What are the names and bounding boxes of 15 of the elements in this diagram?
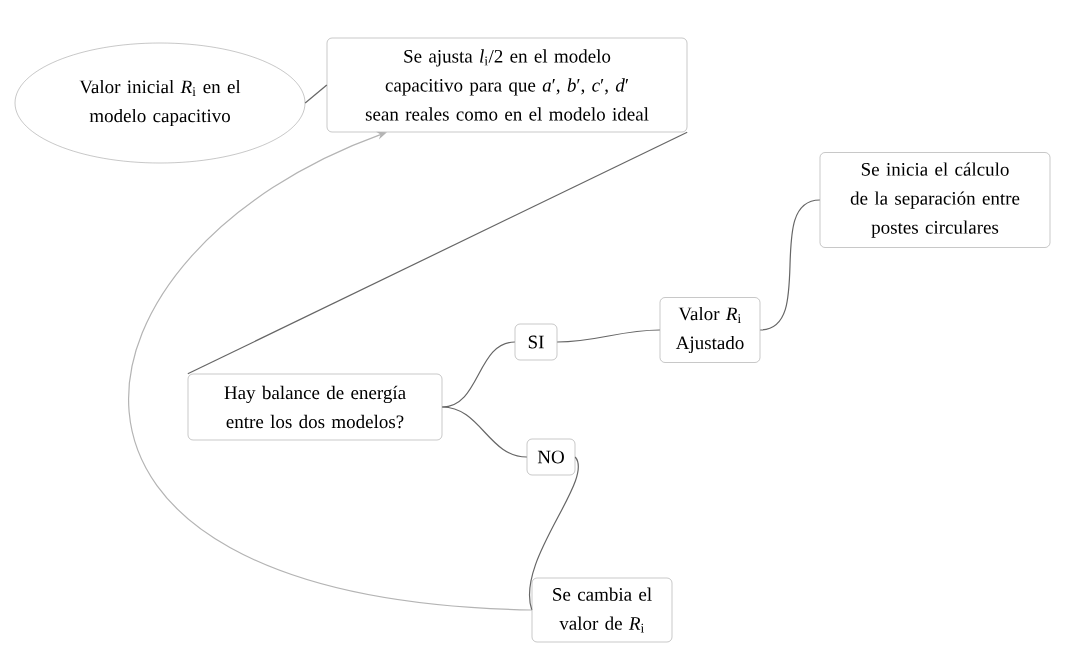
process-box: Valor R$_{i}$ Ajustado bbox=[659, 297, 761, 363]
connector bbox=[556, 329, 661, 343]
answer-box: SI bbox=[514, 323, 558, 361]
process-box: Se cambia el valor de R$_{i}$ bbox=[531, 577, 673, 643]
connector bbox=[759, 199, 821, 331]
connector bbox=[128, 131, 533, 611]
connector bbox=[441, 341, 516, 408]
process-box: Se inicia el cálculo de la separación entre postes circulares bbox=[819, 152, 1051, 248]
connector bbox=[441, 406, 528, 458]
connector bbox=[304, 84, 328, 104]
connector bbox=[187, 131, 688, 375]
connector bbox=[528, 456, 579, 611]
decision-box: Hay balance de energía entre los dos modelos? bbox=[187, 373, 443, 441]
answer-box: NO bbox=[526, 438, 576, 476]
process-box: Se ajusta l$_{i}$/2 en el modelo capacitivo para que a′, b′, c′, d′ sean reales como en el modelo ideal bbox=[326, 37, 688, 133]
